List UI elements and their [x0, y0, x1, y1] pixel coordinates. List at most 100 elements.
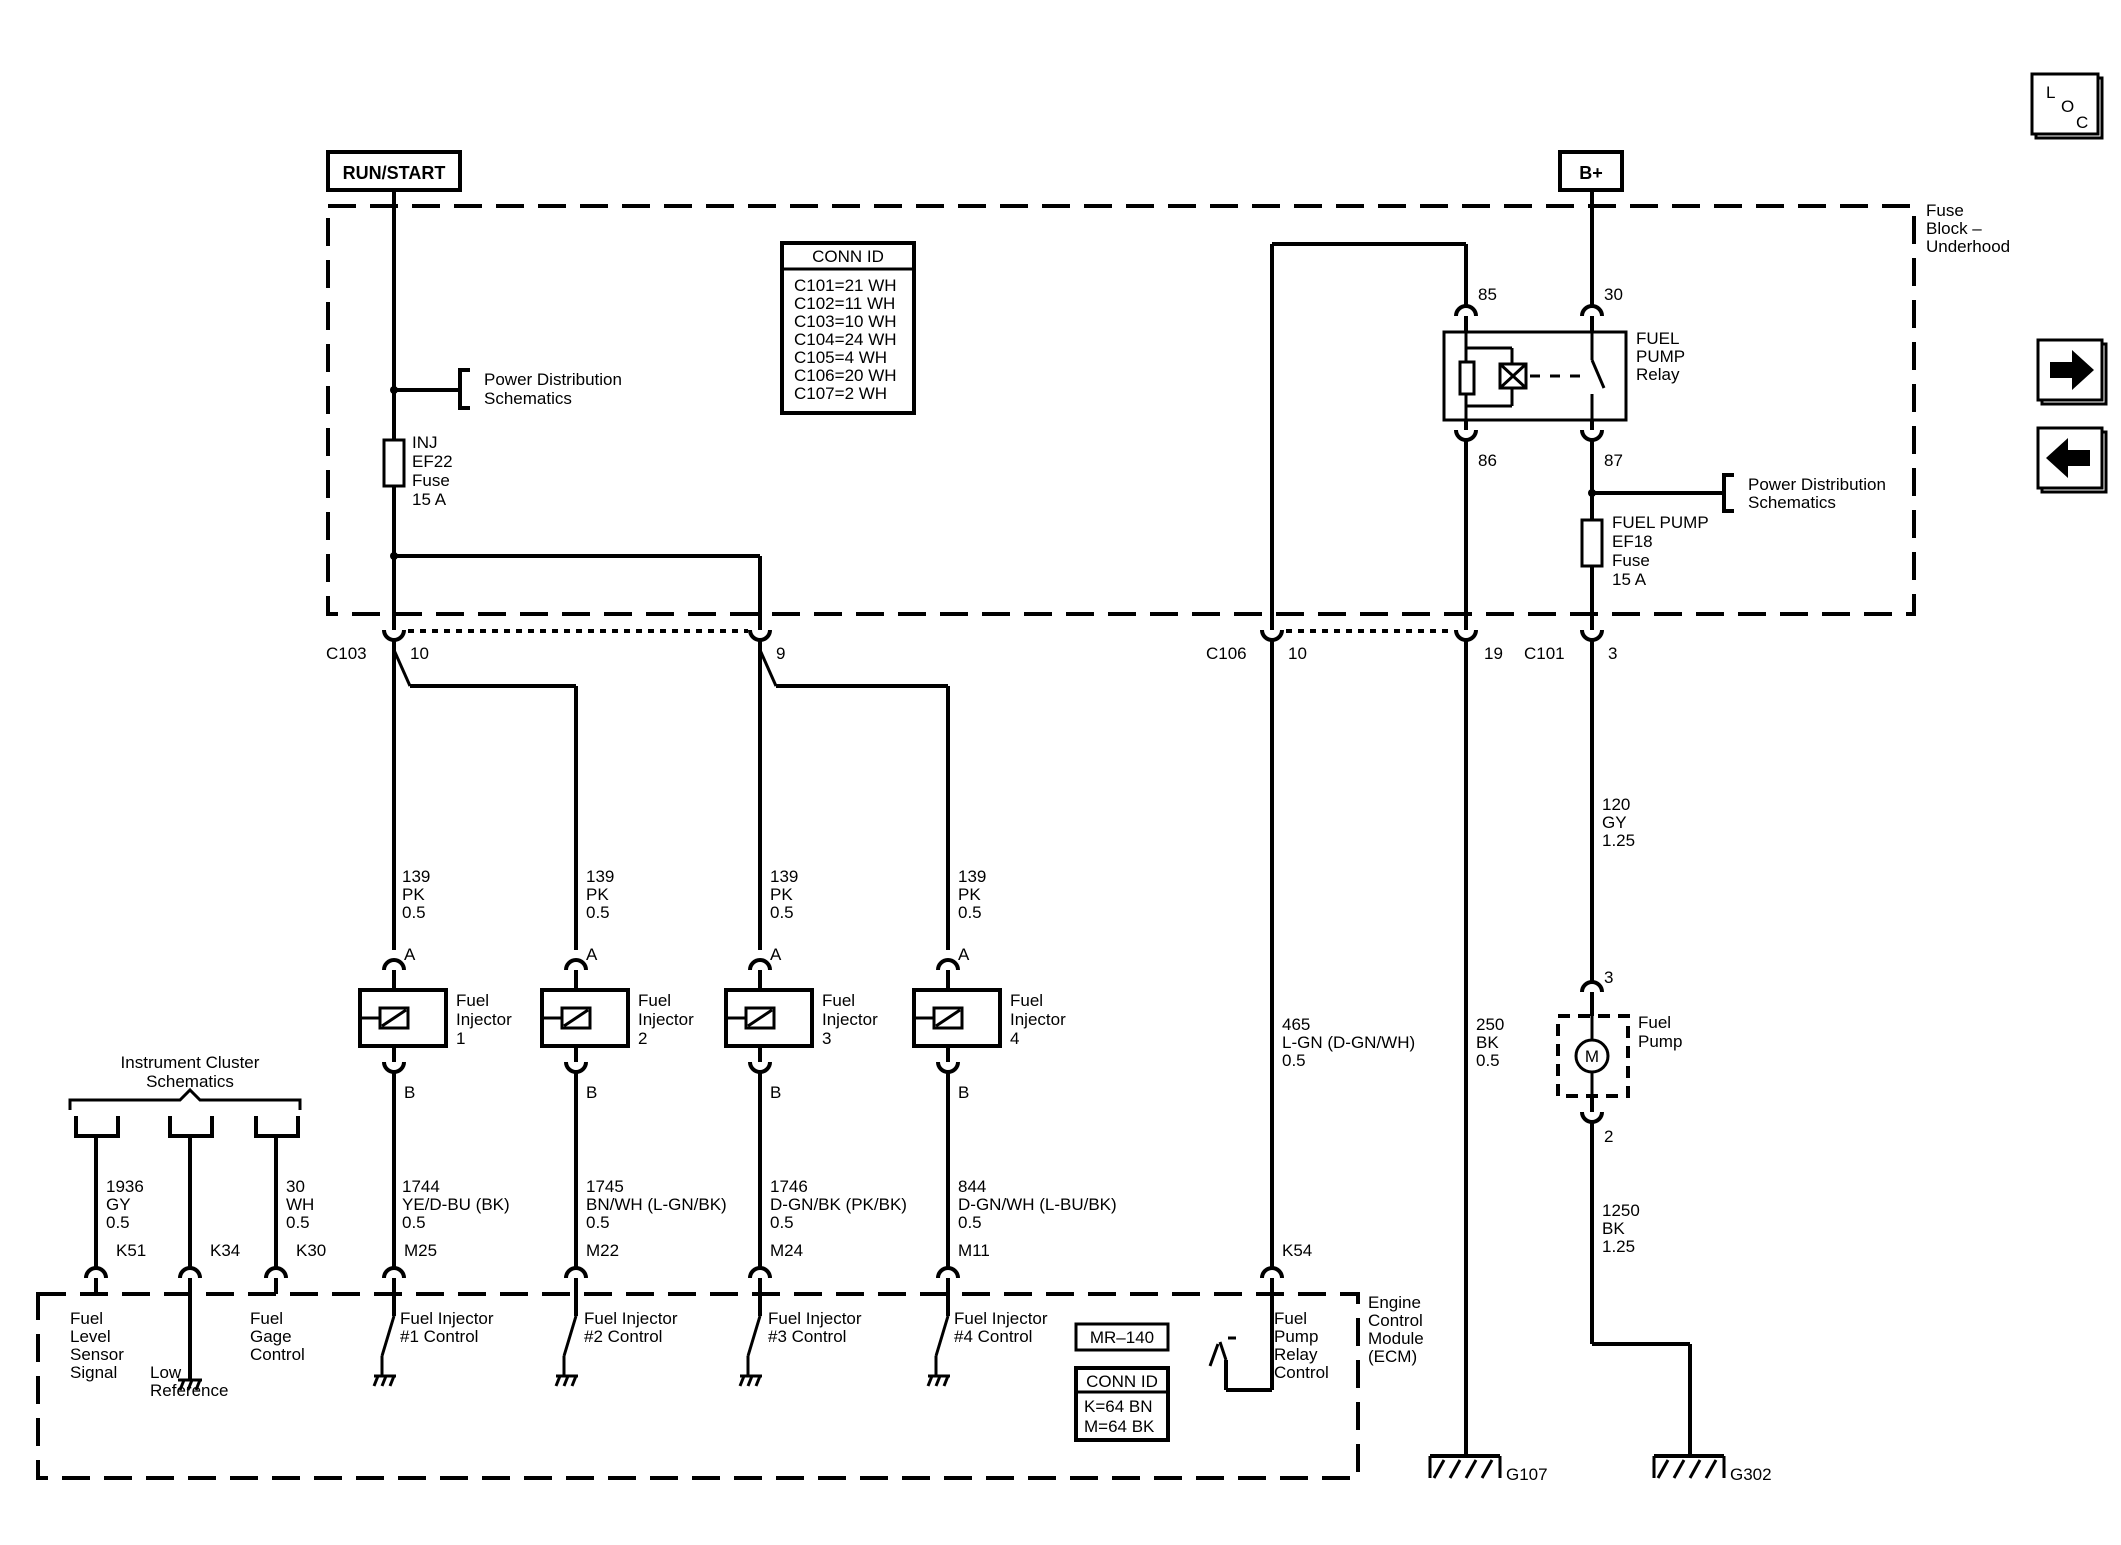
connector-c106: C106 10 19 [1206, 629, 1503, 663]
injector-3-control-wire-label: 1746 D-GN/BK (PK/BK) 0.5 [770, 1177, 907, 1232]
svg-text:Power Distribution: Power Distribution [1748, 475, 1886, 494]
svg-text:0.5: 0.5 [402, 903, 426, 922]
svg-text:139: 139 [586, 867, 614, 886]
svg-text:Gage: Gage [250, 1327, 292, 1346]
svg-text:C103: C103 [326, 644, 367, 663]
svg-text:Control: Control [250, 1345, 305, 1364]
svg-text:D-GN/BK (PK/BK): D-GN/BK (PK/BK) [770, 1195, 907, 1214]
svg-text:M25: M25 [404, 1241, 437, 1260]
svg-text:Fuel Injector: Fuel Injector [768, 1309, 862, 1328]
svg-text:Fuel: Fuel [456, 991, 489, 1010]
svg-text:Pump: Pump [1638, 1032, 1682, 1051]
cluster-wire-3-label: 30 WH 0.5 [286, 1177, 314, 1232]
injector-3-feed-wire-label: 139 PK 0.5 [770, 867, 798, 922]
svg-text:250: 250 [1476, 1015, 1504, 1034]
svg-text:Relay: Relay [1274, 1345, 1318, 1364]
svg-text:15 A: 15 A [412, 490, 447, 509]
svg-text:A: A [586, 945, 598, 964]
svg-text:FUEL: FUEL [1636, 329, 1679, 348]
svg-text:BN/WH (L-GN/BK): BN/WH (L-GN/BK) [586, 1195, 727, 1214]
svg-text:B+: B+ [1579, 163, 1603, 183]
svg-text:0.5: 0.5 [1282, 1051, 1306, 1070]
svg-text:PK: PK [402, 885, 425, 904]
svg-text:Injector: Injector [822, 1010, 878, 1029]
svg-text:0.5: 0.5 [770, 903, 794, 922]
svg-text:Fuel Injector: Fuel Injector [954, 1309, 1048, 1328]
next-page-arrow-icon[interactable] [2036, 338, 2108, 406]
svg-text:Low: Low [150, 1363, 182, 1382]
injector-2-control-wire-label: 1745 BN/WH (L-GN/BK) 0.5 [586, 1177, 727, 1232]
svg-text:10: 10 [1288, 644, 1307, 663]
svg-text:WH: WH [286, 1195, 314, 1214]
svg-text:0.5: 0.5 [586, 1213, 610, 1232]
low-reference-ground [178, 1378, 202, 1391]
svg-text:#2 Control: #2 Control [584, 1327, 662, 1346]
svg-text:INJ: INJ [412, 433, 438, 452]
svg-text:139: 139 [958, 867, 986, 886]
svg-text:M: M [1585, 1047, 1599, 1066]
svg-text:GY: GY [106, 1195, 131, 1214]
cluster-wire-1-label: 1936 GY 0.5 [106, 1177, 144, 1232]
svg-text:86: 86 [1478, 451, 1497, 470]
svg-text:(ECM): (ECM) [1368, 1347, 1417, 1366]
fuse-block-conn-id-table: CONN ID C101=21 WH C102=11 WH C103=10 WH… [780, 241, 916, 415]
svg-text:PUMP: PUMP [1636, 347, 1685, 366]
svg-text:Schematics: Schematics [146, 1072, 234, 1091]
svg-text:Injector: Injector [638, 1010, 694, 1029]
svg-text:139: 139 [402, 867, 430, 886]
svg-text:Fuse: Fuse [412, 471, 450, 490]
fuel-pump-relay-label: FUEL PUMP Relay [1636, 329, 1685, 384]
svg-text:A: A [404, 945, 416, 964]
fuel-injector-4: A B Fuel Injector 4 [912, 945, 1066, 1102]
svg-text:0.5: 0.5 [586, 903, 610, 922]
connector-c101: C101 3 [1524, 629, 1617, 663]
fuel-pump: M 3 2 Fuel Pump [1556, 968, 1682, 1146]
ecm-mr-reference: MR–140 [1074, 1322, 1170, 1352]
svg-text:MR–140: MR–140 [1090, 1328, 1154, 1347]
svg-text:0.5: 0.5 [286, 1213, 310, 1232]
svg-text:Signal: Signal [70, 1363, 117, 1382]
svg-text:C107=2 WH: C107=2 WH [794, 384, 887, 403]
svg-text:0.5: 0.5 [1476, 1051, 1500, 1070]
svg-text:C104=24 WH: C104=24 WH [794, 330, 897, 349]
fuel-pump-fuse-label: FUEL PUMP EF18 Fuse 15 A [1612, 513, 1709, 589]
svg-text:RUN/START: RUN/START [343, 163, 446, 183]
svg-text:C101: C101 [1524, 644, 1565, 663]
svg-text:1746: 1746 [770, 1177, 808, 1196]
svg-text:EF18: EF18 [1612, 532, 1653, 551]
svg-text:Power Distribution: Power Distribution [484, 370, 622, 389]
svg-text:PK: PK [586, 885, 609, 904]
svg-text:M11: M11 [958, 1241, 990, 1260]
svg-text:0.5: 0.5 [958, 1213, 982, 1232]
svg-text:3: 3 [1608, 644, 1617, 663]
svg-text:D-GN/WH (L-BU/BK): D-GN/WH (L-BU/BK) [958, 1195, 1117, 1214]
loc-icon[interactable]: L O C [2030, 72, 2104, 140]
svg-text:C103=10 WH: C103=10 WH [794, 312, 897, 331]
svg-text:139: 139 [770, 867, 798, 886]
svg-text:Fuel: Fuel [638, 991, 671, 1010]
ecm-injector-4-control-label: Fuel Injector #4 Control [954, 1309, 1048, 1346]
ecm-low-reference-label: Low Reference [150, 1363, 228, 1400]
ecm-label: Engine Control Module (ECM) [1368, 1293, 1424, 1366]
svg-text:1250: 1250 [1602, 1201, 1640, 1220]
svg-text:Sensor: Sensor [70, 1345, 124, 1364]
ecm-conn-id-table: CONN ID K=64 BN M=64 BK [1074, 1366, 1170, 1442]
power-distribution-ref-2[interactable]: Power Distribution Schematics [1748, 475, 1886, 512]
svg-text:Module: Module [1368, 1329, 1424, 1348]
svg-text:Fuel: Fuel [822, 991, 855, 1010]
instrument-cluster-ref[interactable]: Instrument Cluster Schematics [68, 1053, 302, 1110]
svg-text:Injector: Injector [456, 1010, 512, 1029]
prev-page-arrow-icon[interactable] [2036, 426, 2108, 494]
ground-g107: G107 [1428, 1454, 1548, 1484]
relay-pin-labels: 85 30 86 87 [1478, 285, 1623, 470]
svg-text:Fuel: Fuel [70, 1309, 103, 1328]
ecm-injector-2-control-label: Fuel Injector #2 Control [584, 1309, 678, 1346]
svg-text:9: 9 [776, 644, 785, 663]
svg-text:Control: Control [1368, 1311, 1423, 1330]
svg-text:Fuel: Fuel [1274, 1309, 1307, 1328]
power-distribution-ref-1[interactable]: Power Distribution Schematics [484, 370, 622, 408]
svg-text:3: 3 [1604, 968, 1613, 987]
injector-4-control-wire-label: 844 D-GN/WH (L-BU/BK) 0.5 [958, 1177, 1117, 1232]
svg-text:BK: BK [1602, 1219, 1625, 1238]
run-start-supply: RUN/START [326, 150, 462, 192]
